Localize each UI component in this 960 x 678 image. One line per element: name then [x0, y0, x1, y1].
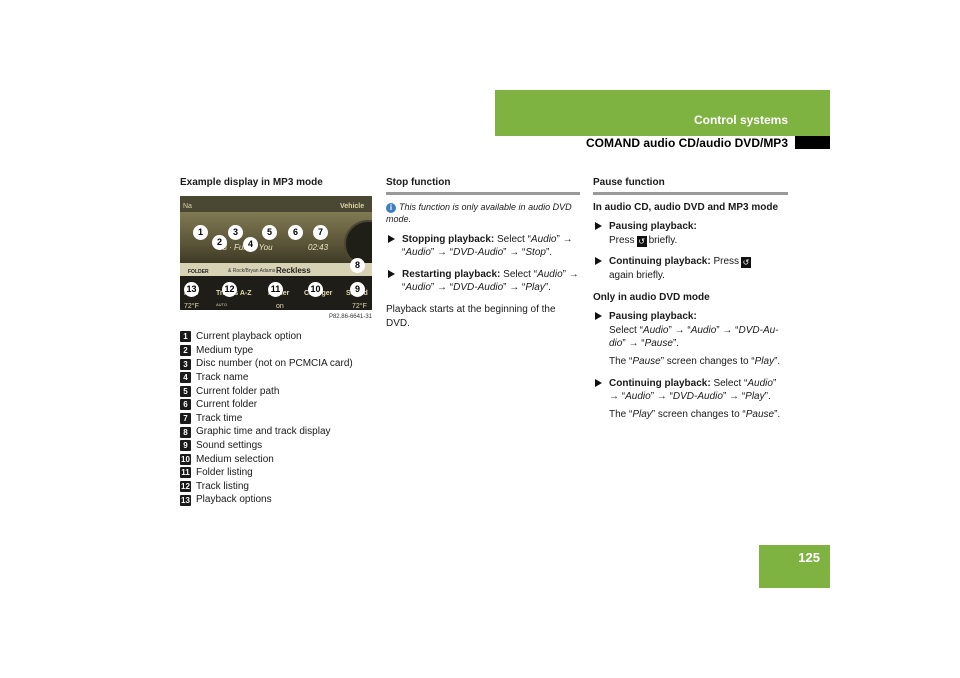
header-band — [495, 90, 830, 136]
bullet-arrow-icon — [595, 222, 602, 231]
callout-3: 3 — [228, 224, 243, 240]
step-continuing: Continuing playback: Press↺ again briefl… — [593, 255, 788, 282]
bullet-arrow-icon — [595, 312, 602, 321]
pause-function-heading: Pause function — [593, 176, 788, 195]
bullet-arrow-icon — [388, 269, 395, 278]
step-stopping: Stopping playback: Select “Audio” → “Aud… — [386, 233, 580, 260]
info-icon: i — [386, 202, 396, 213]
callout-11: 11 — [268, 281, 283, 297]
bullet-arrow-icon — [595, 378, 602, 387]
pause-note: The “Pause” screen changes to “Play”. — [609, 355, 781, 367]
pause-key-icon: ↺ — [636, 235, 647, 247]
image-code: P82.86-6641-31 — [328, 313, 372, 320]
step-continuing-dvd: Continuing playback: Select “Audio” → “A… — [593, 377, 788, 422]
bullet-arrow-icon — [388, 234, 395, 243]
subheader-band — [495, 136, 795, 149]
callout-12: 12 — [222, 281, 237, 297]
callout-10: 10 — [308, 281, 323, 297]
callout-4: 4 — [243, 236, 258, 252]
pause-key-icon: ↺ — [741, 257, 752, 269]
page-number: 125 — [798, 550, 820, 565]
callout-1: 1 — [193, 224, 208, 240]
mode-cd-dvd-mp3: In audio CD, audio DVD and MP3 mode — [593, 201, 779, 213]
step-restarting: Restarting playback: Select “Audio” → “A… — [386, 268, 580, 295]
stop-result: Playback starts at the beginning of the … — [386, 303, 556, 329]
step-pausing: Pausing playback: Press↺briefly. — [593, 220, 788, 247]
section-title: Control systems — [693, 113, 788, 127]
header-black-tab — [795, 136, 830, 149]
column-example-display: Example display in MP3 mode Na Vehicle 0… — [180, 176, 375, 507]
page-number-box: 125 — [759, 545, 830, 588]
callout-9: 9 — [350, 281, 365, 297]
callout-8: 8 — [350, 257, 365, 273]
screen-title: Reckless — [276, 265, 311, 275]
column-pause-function: Pause function In audio CD, audio DVD an… — [593, 176, 788, 429]
screen-time: 02:43 — [308, 242, 329, 252]
subsection-title: COMAND audio CD/audio DVD/MP3 — [585, 136, 788, 150]
callout-6: 6 — [288, 224, 303, 240]
play-note: The “Play” screen changes to “Pause”. — [609, 408, 781, 420]
callout-2: 2 — [212, 234, 227, 250]
callout-13: 13 — [184, 281, 199, 297]
comand-screen-image: Na Vehicle 03 · Fun to You 02:43 FOLDER … — [180, 195, 372, 310]
step-pausing-dvd: Pausing playback: Select “Audio” → “Audi… — [593, 310, 788, 368]
stop-function-heading: Stop function — [386, 176, 580, 195]
example-heading: Example display in MP3 mode — [180, 177, 323, 188]
mode-dvd-only: Only in audio DVD mode — [593, 291, 710, 303]
callout-5: 5 — [262, 224, 277, 240]
bullet-arrow-icon — [595, 257, 602, 266]
callout-7: 7 — [313, 224, 328, 240]
